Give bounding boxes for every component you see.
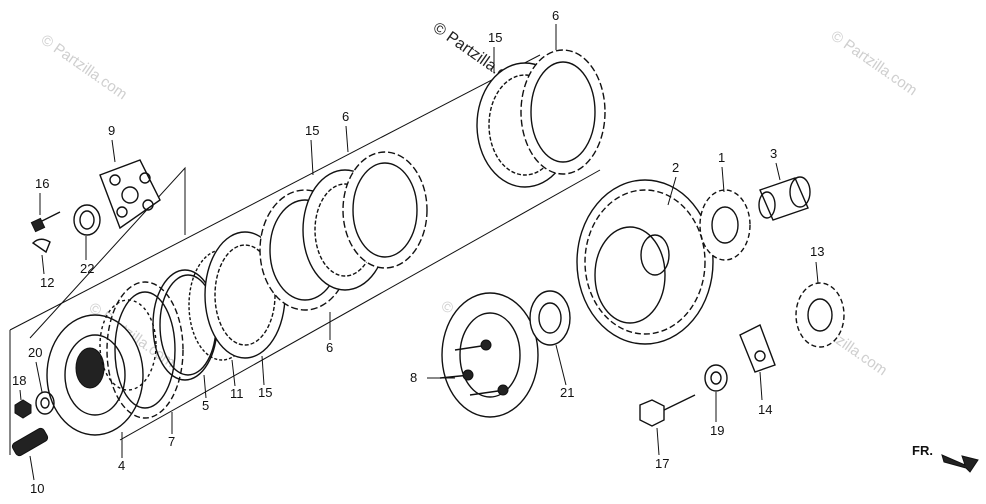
callout-4: 4 <box>118 458 125 473</box>
front-direction-indicator: FR. <box>912 443 979 473</box>
drive-gear-1 <box>699 189 751 261</box>
washer-19 <box>704 364 728 392</box>
friction-disc-6-upper <box>342 151 428 269</box>
callout-11: 11 <box>230 386 244 401</box>
callout-labels: 1 2 3 4 5 6 6 6 7 8 9 10 11 12 13 14 15 … <box>12 8 824 496</box>
front-direction-label: FR. <box>912 443 933 458</box>
collar-3 <box>758 176 811 221</box>
callout-19: 19 <box>710 423 724 438</box>
callout-10: 10 <box>30 481 44 496</box>
callout-20: 20 <box>28 345 42 360</box>
assembly-guide-lines <box>9 54 601 455</box>
leader-lines <box>19 24 819 481</box>
callout-9: 9 <box>108 123 115 138</box>
callout-6-top: 6 <box>552 8 559 23</box>
bolt-17 <box>639 394 696 427</box>
guide-line-lower <box>119 169 601 441</box>
callout-18: 18 <box>12 373 26 388</box>
washer-20 <box>35 391 55 415</box>
guide-line-upper <box>9 54 541 331</box>
damper-plate-9 <box>99 159 161 230</box>
callout-17: 17 <box>655 456 669 471</box>
callout-16: 16 <box>35 176 49 191</box>
friction-disc-7 <box>106 281 184 419</box>
callout-1: 1 <box>718 150 725 165</box>
nut-18 <box>14 399 32 419</box>
callout-21: 21 <box>560 385 574 400</box>
pressure-plate-part <box>46 299 157 436</box>
friction-disc-6-top <box>520 49 606 175</box>
callout-22: 22 <box>80 261 94 276</box>
callout-7: 7 <box>168 434 175 449</box>
watermark-top-left: © Partzilla.com <box>38 31 131 103</box>
callout-3: 3 <box>770 146 777 161</box>
clip-12 <box>31 238 51 254</box>
callout-15-top: 15 <box>488 30 502 45</box>
callout-8: 8 <box>410 370 417 385</box>
bearing-22 <box>73 204 101 236</box>
bolt-16 <box>30 211 61 233</box>
gear-13 <box>795 282 845 348</box>
lock-washer-14 <box>739 324 776 373</box>
callout-15-low: 15 <box>258 385 272 400</box>
watermark-top-right: © Partzilla.com <box>828 27 921 99</box>
callout-5: 5 <box>202 398 209 413</box>
callout-15-mid: 15 <box>305 123 319 138</box>
clutch-housing-2 <box>576 179 714 345</box>
guide-line-damper <box>29 166 186 339</box>
callout-14: 14 <box>758 402 772 417</box>
callout-6-low: 6 <box>326 340 333 355</box>
callout-6-mid: 6 <box>342 109 349 124</box>
thrust-washer-21 <box>529 290 571 346</box>
spring-10 <box>11 427 49 457</box>
callout-13: 13 <box>810 244 824 259</box>
callout-12: 12 <box>40 275 54 290</box>
callout-2: 2 <box>672 160 679 175</box>
